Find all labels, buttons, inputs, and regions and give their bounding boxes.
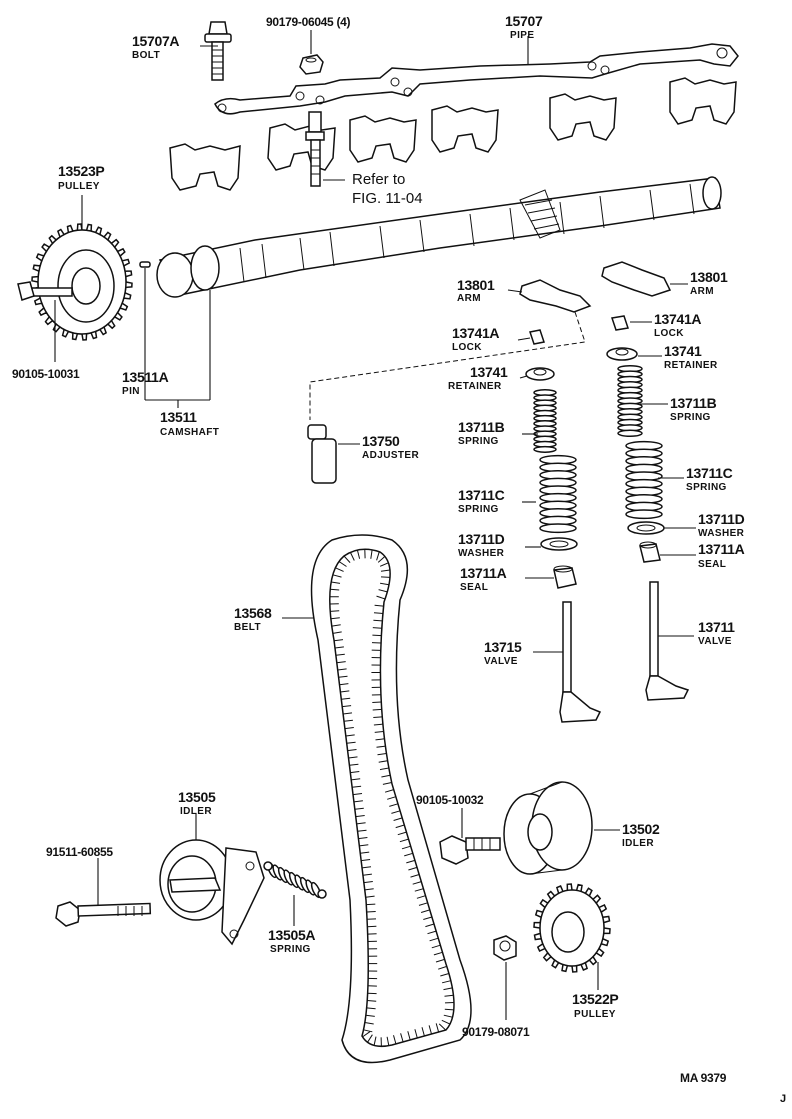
label-13711d-left-name: WASHER — [458, 548, 505, 559]
label-13522p-name: PULLEY — [574, 1009, 616, 1020]
label-13711a-left-name: SEAL — [460, 582, 488, 593]
label-13511a-name: PIN — [122, 386, 140, 397]
label-13801-right-name: ARM — [690, 286, 714, 297]
label-13502-name: IDLER — [622, 838, 654, 849]
label-13711b-left-number: 13711B — [458, 419, 505, 435]
label-13711d-right-name: WASHER — [698, 528, 745, 539]
label-90179-06045-number: 90179-06045 (4) — [266, 15, 351, 29]
figure-code: MA 9379 — [680, 1071, 727, 1085]
label-13741a-right-number: 13741A — [654, 311, 701, 327]
idler-13502-drawing — [504, 782, 592, 874]
label-13568-number: 13568 — [234, 605, 272, 621]
label-13711c-right-number: 13711C — [686, 465, 733, 481]
label-13523p-number: 13523P — [58, 163, 104, 179]
bolt-91511-60855-drawing — [56, 902, 150, 926]
valve-13711-drawing — [646, 582, 688, 700]
label-13711b-right-name: SPRING — [670, 412, 711, 423]
pin-13511a-drawing — [140, 262, 150, 267]
label-13711d-left-number: 13711D — [458, 531, 505, 547]
label-13711a-right-number: 13711A — [698, 541, 745, 557]
label-13511-name: CAMSHAFT — [160, 427, 219, 438]
label-13715-number: 13715 — [484, 639, 522, 655]
label-13741-right-name: RETAINER — [664, 360, 718, 371]
label-91511-60855-number: 91511-60855 — [46, 845, 113, 859]
label-15707-name: PIPE — [510, 30, 534, 41]
spring-13711c-right-drawing — [626, 442, 662, 519]
spring-13711b-right-drawing — [618, 366, 642, 437]
reference-note-line-1: Refer to — [352, 171, 405, 188]
reference-note: Refer to FIG. 11-04 — [352, 171, 423, 207]
label-15707a-number: 15707A — [132, 33, 179, 49]
label-13511a-number: 13511A — [122, 369, 169, 385]
pulley-13522p-drawing — [534, 884, 610, 972]
label-13750-number: 13750 — [362, 433, 400, 449]
spring-13505a-drawing — [264, 861, 326, 898]
pulley-13523p-drawing — [18, 224, 132, 340]
idler-13505-drawing — [160, 840, 264, 944]
label-90105-10031-number: 90105-10031 — [12, 367, 80, 381]
label-13711c-left-name: SPRING — [458, 504, 499, 515]
label-15707a-name: BOLT — [132, 50, 160, 61]
label-13741a-left-name: LOCK — [452, 342, 482, 353]
label-13741-left-name: RETAINER — [448, 381, 502, 392]
label-13711b-left-name: SPRING — [458, 436, 499, 447]
label-13523p-name: PULLEY — [58, 181, 100, 192]
label-90179-08071-number: 90179-08071 — [462, 1025, 530, 1039]
label-13801-right-number: 13801 — [690, 269, 728, 285]
label-13711b-right-number: 13711B — [670, 395, 717, 411]
label-13568-name: BELT — [234, 622, 261, 633]
label-13741-left-number: 13741 — [470, 364, 508, 380]
valve-13715-drawing — [560, 602, 600, 722]
label-13711a-left-number: 13711A — [460, 565, 507, 581]
label-13505-number: 13505 — [178, 789, 216, 805]
label-13741-right-number: 13741 — [664, 343, 702, 359]
arm-13801-right-drawing — [602, 262, 670, 296]
pipe-15707-drawing — [215, 44, 738, 114]
label-13801-left-name: ARM — [457, 293, 481, 304]
label-13741a-right-name: LOCK — [654, 328, 684, 339]
washer-13711d-left-drawing — [541, 538, 577, 550]
label-13750-name: ADJUSTER — [362, 450, 419, 461]
lock-13741a-right-drawing — [612, 316, 628, 330]
label-13505-name: IDLER — [180, 806, 212, 817]
bearing-caps-drawing — [170, 78, 736, 190]
corner-mark: J — [780, 1093, 786, 1105]
nut-90179-08071-drawing — [494, 936, 516, 960]
bolt-90105-10032-drawing — [440, 836, 500, 864]
spring-13711c-left-drawing — [540, 456, 576, 533]
label-13511-number: 13511 — [160, 409, 197, 425]
label-13505a-name: SPRING — [270, 944, 311, 955]
label-15707-number: 15707 — [505, 13, 543, 29]
label-13711c-right-name: SPRING — [686, 482, 727, 493]
retainer-13741-right-drawing — [607, 348, 637, 360]
label-13801-left-number: 13801 — [457, 277, 495, 293]
label-13741a-left-number: 13741A — [452, 325, 499, 341]
label-13711c-left-number: 13711C — [458, 487, 505, 503]
nut-90179-06045-drawing — [300, 55, 323, 74]
label-13505a-number: 13505A — [268, 927, 315, 943]
lock-13741a-left-drawing — [530, 330, 544, 344]
seal-13711a-right-drawing — [640, 542, 660, 562]
label-90105-10032-number: 90105-10032 — [416, 793, 484, 807]
washer-13711d-right-drawing — [628, 522, 664, 534]
label-13711-name: VALVE — [698, 636, 732, 647]
retainer-13741-left-drawing — [526, 368, 554, 380]
spring-13711b-left-drawing — [534, 390, 556, 452]
adjuster-13750-drawing — [308, 425, 336, 483]
label-13715-name: VALVE — [484, 656, 518, 667]
label-13711d-right-number: 13711D — [698, 511, 745, 527]
label-13711-number: 13711 — [698, 619, 735, 635]
seal-13711a-left-drawing — [554, 566, 576, 588]
label-13711a-right-name: SEAL — [698, 559, 726, 570]
bolt-15707a-drawing — [205, 22, 231, 80]
reference-note-line-2: FIG. 11-04 — [352, 190, 423, 207]
label-13502-number: 13502 — [622, 821, 660, 837]
label-13522p-number: 13522P — [572, 991, 618, 1007]
arm-13801-left-drawing — [520, 280, 590, 312]
